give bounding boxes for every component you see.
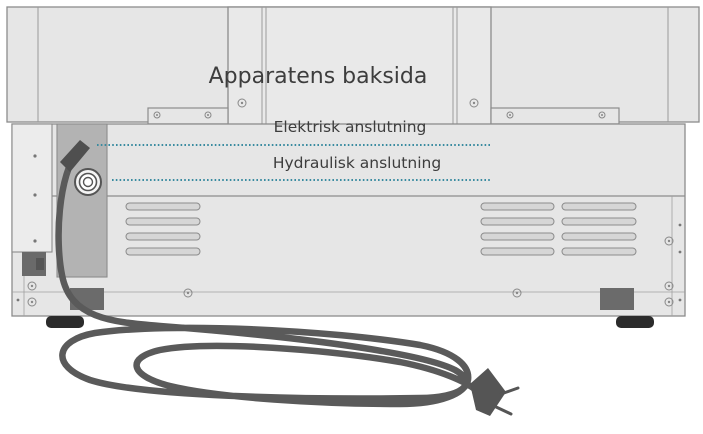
foot-left (46, 316, 84, 328)
diagram-title: Apparatens baksida (209, 64, 428, 89)
screw-icon (153, 111, 161, 119)
screw-icon (27, 281, 37, 291)
screw-icon (664, 297, 674, 307)
water-inlet-fitting-icon (74, 168, 102, 196)
foot-right (616, 316, 654, 328)
screw-icon (204, 111, 212, 119)
electric-connection-label: Elektrisk anslutning (274, 118, 427, 136)
screw-icon (664, 236, 674, 246)
hydraulic-connection-label: Hydraulisk anslutning (273, 154, 441, 172)
screw-icon (506, 111, 514, 119)
vent-right-a (480, 202, 555, 256)
power-plug-icon (470, 368, 520, 416)
screw-icon (512, 288, 522, 298)
screw-icon (664, 281, 674, 291)
screw-icon (598, 111, 606, 119)
screw-icon (27, 297, 37, 307)
screw-icon (237, 98, 247, 108)
screw-icon (183, 288, 193, 298)
vent-right-b (561, 202, 637, 256)
top-cover (6, 6, 700, 138)
vent-left (125, 202, 201, 256)
power-cable (55, 146, 482, 408)
screw-icon (469, 98, 479, 108)
